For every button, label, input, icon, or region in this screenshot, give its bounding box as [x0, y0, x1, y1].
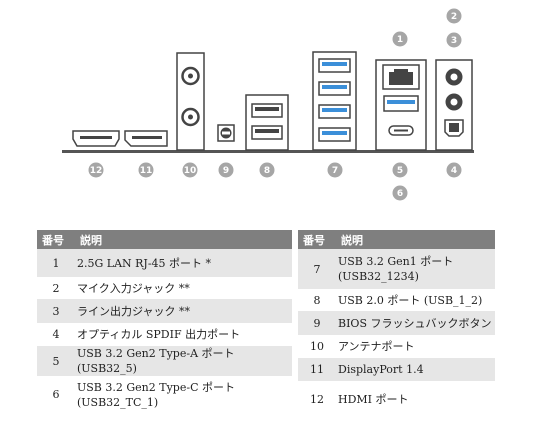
- displayport-icon: [124, 130, 168, 147]
- row-number: 12: [310, 393, 324, 406]
- svg-text:3: 3: [451, 36, 457, 46]
- row-number: 6: [52, 388, 60, 401]
- row-description: マイク入力ジャック **: [77, 281, 190, 295]
- io-panel-diagram: 1 2 3 4 5 6 7 8 9 10 11 12: [62, 8, 474, 201]
- row-description: HDMI ポート: [338, 393, 409, 406]
- row-number: 2: [52, 281, 60, 295]
- row-description: USB 3.2 Gen1 ポート (USB32_1234): [336, 249, 495, 289]
- legend-header: 番号 説明: [298, 230, 495, 249]
- callout-6: 6: [392, 185, 408, 201]
- callout-9: 9: [218, 162, 234, 178]
- svg-text:6: 6: [397, 189, 403, 199]
- callout-3: 3: [446, 32, 462, 48]
- row-number: 4: [52, 328, 60, 341]
- row-number: 7: [298, 249, 336, 289]
- table-row: 11 DisplayPort 1.4: [298, 358, 495, 381]
- row-number: 3: [37, 299, 75, 323]
- callout-2: 2: [446, 8, 462, 24]
- row-number: 11: [298, 358, 336, 381]
- callout-4: 4: [446, 162, 462, 178]
- callout-5: 5: [392, 162, 408, 178]
- row-description: アンテナポート: [338, 340, 415, 353]
- svg-text:12: 12: [90, 166, 103, 176]
- row-number: 1: [37, 249, 75, 277]
- legend-header: 番号 説明: [37, 230, 292, 249]
- callout-7: 7: [327, 162, 343, 178]
- svg-text:7: 7: [332, 166, 338, 176]
- lan-usb-stack-icon: [375, 59, 427, 151]
- table-row: 6 USB 3.2 Gen2 Type-C ポート (USB32_TC_1): [37, 376, 292, 413]
- svg-text:8: 8: [264, 166, 270, 176]
- row-number: 5: [37, 346, 75, 376]
- usb32-gen1-port-icon: [312, 51, 357, 151]
- row-number: 9: [298, 311, 336, 335]
- row-description: ライン出力ジャック **: [75, 299, 292, 323]
- panel-baseline: [62, 150, 474, 153]
- table-row: 3 ライン出力ジャック **: [37, 299, 292, 323]
- svg-text:4: 4: [451, 166, 457, 176]
- row-description: オプティカル SPDIF 出力ポート: [77, 328, 241, 341]
- svg-text:9: 9: [223, 166, 229, 176]
- bios-flashback-button-icon: [217, 124, 235, 142]
- header-description: 説明: [75, 230, 292, 249]
- svg-text:1: 1: [397, 35, 403, 45]
- hdmi-port-icon: [72, 130, 120, 147]
- svg-text:5: 5: [397, 166, 403, 176]
- header-number: 番号: [298, 230, 336, 249]
- row-description: USB 3.2 Gen2 Type-A ポート (USB32_5): [75, 346, 292, 376]
- table-row: 5 USB 3.2 Gen2 Type-A ポート (USB32_5): [37, 346, 292, 376]
- table-row: 4 オプティカル SPDIF 出力ポート: [37, 323, 292, 346]
- row-number: 10: [310, 340, 324, 353]
- svg-text:2: 2: [451, 12, 457, 22]
- callout-8: 8: [259, 162, 275, 178]
- header-number: 番号: [37, 230, 75, 249]
- row-description: 2.5G LAN RJ-45 ポート *: [75, 249, 292, 277]
- legend-table-left: 番号 説明 1 2.5G LAN RJ-45 ポート * 2 マイク入力ジャック…: [37, 230, 292, 413]
- table-row: 2 マイク入力ジャック **: [37, 277, 292, 299]
- row-description: DisplayPort 1.4: [336, 358, 495, 381]
- row-description: USB 3.2 Gen2 Type-C ポート (USB32_TC_1): [77, 380, 235, 409]
- table-row: 8 USB 2.0 ポート (USB_1_2): [298, 289, 495, 311]
- table-row: 9 BIOS フラッシュバックボタン: [298, 311, 495, 335]
- usb2-port-icon: [245, 94, 289, 151]
- antenna-port-icon: [176, 52, 205, 151]
- callout-1: 1: [392, 31, 408, 47]
- row-number: 8: [313, 293, 321, 307]
- table-row: 7 USB 3.2 Gen1 ポート (USB32_1234): [298, 249, 495, 289]
- legend-table-right: 番号 説明 7 USB 3.2 Gen1 ポート (USB32_1234) 8 …: [298, 230, 495, 418]
- callout-10: 10: [182, 162, 198, 178]
- callout-12: 12: [88, 162, 104, 178]
- row-description: USB 2.0 ポート (USB_1_2): [338, 293, 483, 307]
- table-row: 1 2.5G LAN RJ-45 ポート *: [37, 249, 292, 277]
- table-row: 10 アンテナポート: [298, 335, 495, 358]
- row-description: BIOS フラッシュバックボタン: [336, 311, 495, 335]
- table-row: 12 HDMI ポート: [298, 381, 495, 418]
- svg-text:11: 11: [140, 166, 153, 176]
- callout-11: 11: [138, 162, 154, 178]
- svg-text:10: 10: [184, 166, 197, 176]
- header-description: 説明: [336, 230, 495, 249]
- audio-jacks-icon: [435, 59, 473, 151]
